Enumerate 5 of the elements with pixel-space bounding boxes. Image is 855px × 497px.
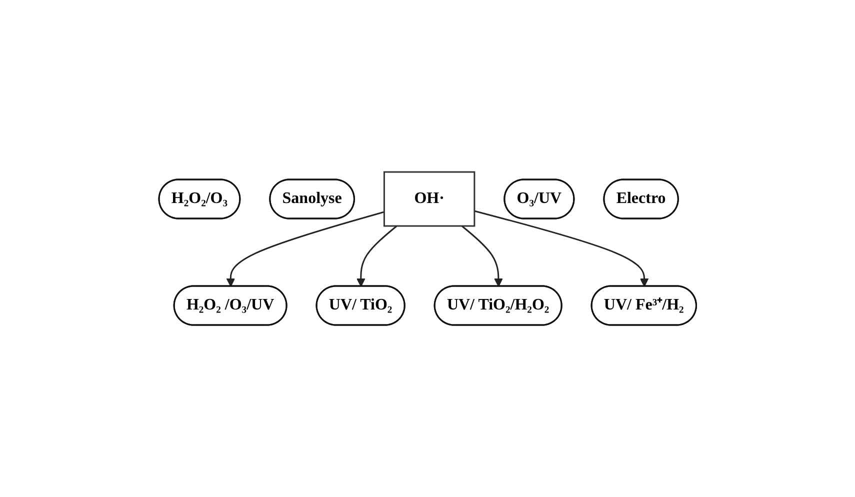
node-box: OH· xyxy=(383,171,476,227)
arrow xyxy=(461,225,503,287)
arrow xyxy=(474,210,649,287)
arrow xyxy=(226,211,384,287)
arrow xyxy=(356,225,398,287)
